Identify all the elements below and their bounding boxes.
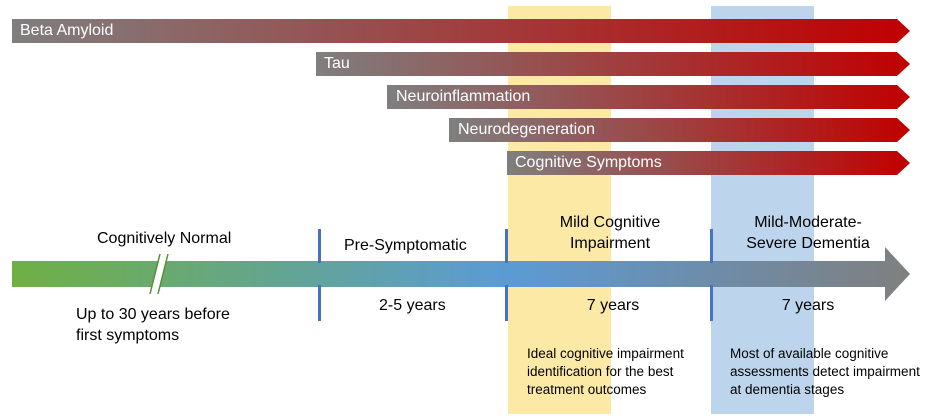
- stage-mci-title: Mild Cognitive Impairment: [510, 212, 710, 254]
- note-line: assessments detect impairment: [730, 364, 920, 379]
- stage-pre-symptomatic-title: Pre-Symptomatic: [344, 237, 467, 254]
- tau-arrow: [316, 52, 910, 76]
- stage-dementia-duration: 7 years: [781, 297, 835, 314]
- note-line: Ideal cognitive impairment: [527, 346, 684, 361]
- stage-dementia-title-line: Mild-Moderate-: [754, 214, 862, 231]
- beta-amyloid-label: Beta Amyloid: [20, 22, 114, 39]
- stage-divider-tick: [318, 285, 321, 321]
- stage-divider-tick: [505, 285, 508, 321]
- neurodegeneration-arrow: [449, 118, 910, 142]
- stage-dementia-title-line: Severe Dementia: [746, 235, 870, 252]
- stage-divider-tick: [505, 229, 508, 263]
- stage-cognitively-normal-title: Cognitively Normal: [97, 230, 232, 247]
- mci-note: Ideal cognitive impairment identificatio…: [527, 345, 684, 399]
- stage-mci-title-line: Impairment: [569, 235, 651, 252]
- cognitive-symptoms-label: Cognitive Symptoms: [515, 154, 662, 171]
- stage-pre-symptomatic-duration: 2-5 years: [379, 297, 446, 314]
- stage-mci-title-line: Mild Cognitive: [559, 214, 661, 231]
- stage-divider-tick: [318, 229, 321, 263]
- neuroinflammation-label: Neuroinflammation: [396, 88, 531, 105]
- tau-label: Tau: [324, 55, 350, 72]
- stage-divider-tick: [710, 229, 713, 263]
- neuroinflammation-arrow: [387, 85, 910, 109]
- neurodegeneration-label: Neurodegeneration: [458, 121, 595, 138]
- timeline-break-marker: [149, 253, 169, 295]
- note-line: treatment outcomes: [527, 382, 647, 397]
- duration-line: Up to 30 years before: [76, 306, 230, 323]
- note-line: at dementia stages: [730, 382, 845, 397]
- beta-amyloid-arrow: [12, 19, 910, 43]
- duration-line: first symptoms: [76, 327, 180, 344]
- cognitive-symptoms-arrow: [507, 151, 910, 175]
- stage-divider-tick: [710, 285, 713, 321]
- stage-mci-duration: 7 years: [586, 297, 640, 314]
- stage-cognitively-normal-duration: Up to 30 years before first symptoms: [76, 304, 230, 346]
- stage-dementia-title: Mild-Moderate- Severe Dementia: [712, 212, 904, 254]
- dementia-note: Most of available cognitive assessments …: [730, 345, 920, 399]
- note-line: Most of available cognitive: [730, 346, 889, 361]
- timeline-arrow: [12, 247, 910, 301]
- note-line: identification for the best: [527, 364, 674, 379]
